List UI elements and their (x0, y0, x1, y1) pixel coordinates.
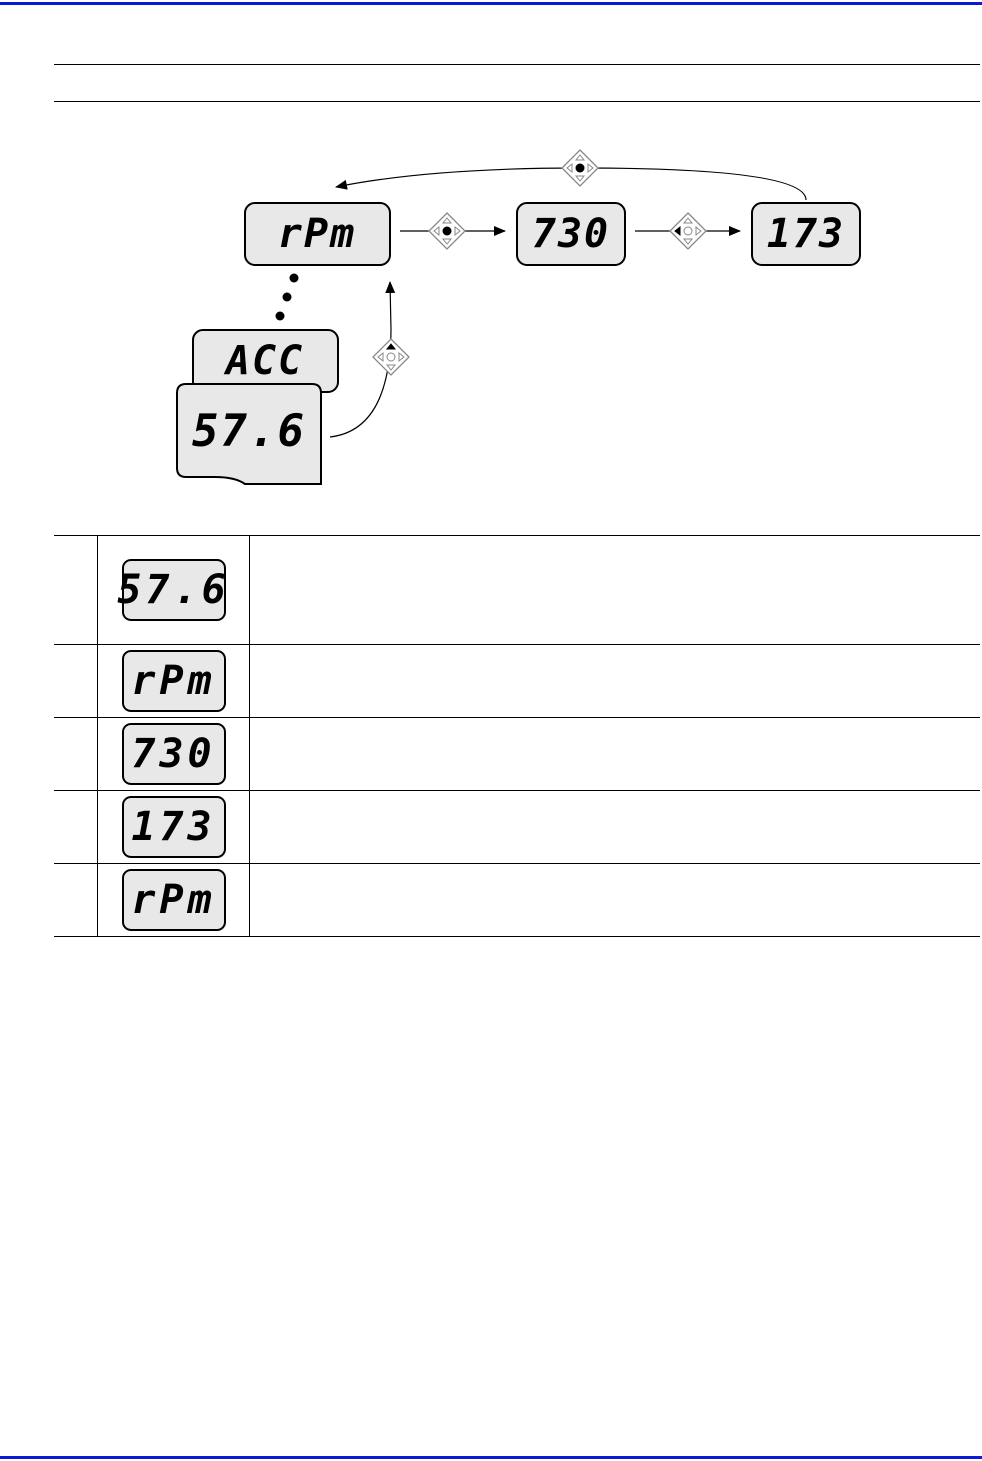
step-number-cell (54, 790, 98, 864)
navigation-diagram: rPm 730 173 ACC 57.6 (176, 149, 861, 485)
steps-table: 57.6 rPm 730 173 rPm (54, 535, 980, 937)
step-display: 730 (121, 723, 226, 785)
svg-text:ACC: ACC (223, 338, 304, 384)
step-display: 57.6 (117, 559, 226, 621)
table-row: rPm (54, 863, 980, 937)
display-173: 173 (751, 202, 861, 266)
table-row: rPm (54, 644, 980, 718)
display-57-6: 57.6 (176, 383, 322, 485)
step-description (249, 717, 980, 791)
svg-text:173: 173 (767, 211, 845, 257)
step-display: rPm (121, 869, 226, 931)
header-rule-1 (54, 64, 980, 65)
bottom-border (0, 1456, 982, 1459)
step-display-cell: rPm (97, 863, 250, 937)
center-dot-key-icon (428, 212, 466, 250)
left-arrow-key-icon (669, 212, 707, 250)
step-description (249, 644, 980, 718)
step-description (249, 535, 980, 645)
display-730: 730 (516, 202, 626, 266)
step-display-cell: 730 (97, 717, 250, 791)
step-display-cell: 173 (97, 790, 250, 864)
continuation-dots (275, 273, 299, 321)
step-number-cell (54, 863, 98, 937)
table-row: 57.6 (54, 535, 980, 645)
up-arrow-key-icon (372, 338, 410, 376)
table-row: 173 (54, 790, 980, 864)
display-rpm: rPm (244, 202, 391, 266)
svg-text:730: 730 (532, 211, 610, 257)
step-number-cell (54, 717, 98, 791)
step-display: 173 (121, 796, 226, 858)
step-number-cell (54, 644, 98, 718)
table-row: 730 (54, 717, 980, 791)
step-number-cell (54, 535, 98, 645)
display-acc: ACC (192, 329, 339, 393)
step-display: rPm (121, 650, 226, 712)
center-dot-key-icon (561, 149, 599, 187)
step-display-cell: rPm (97, 644, 250, 718)
step-display-cell: 57.6 (97, 535, 250, 645)
svg-text:57.6: 57.6 (192, 406, 306, 457)
step-description (249, 790, 980, 864)
step-description (249, 863, 980, 937)
svg-text:rPm: rPm (278, 211, 356, 257)
top-border (0, 2, 982, 5)
header-rule-2 (54, 101, 980, 102)
